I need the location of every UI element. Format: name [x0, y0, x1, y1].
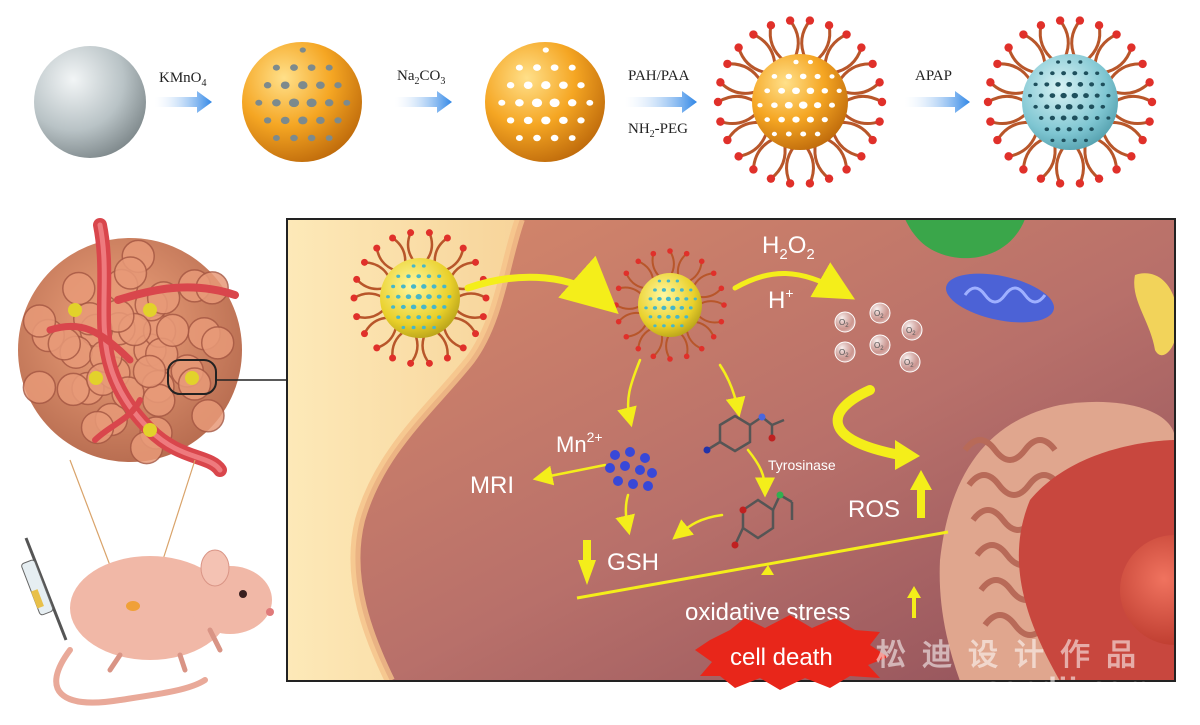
ros-up-arrow: [910, 470, 932, 518]
hollow-mno2-sphere: [242, 42, 362, 162]
label-mn2plus: Mn2+: [556, 429, 603, 457]
label-mri: MRI: [470, 472, 514, 499]
label-hplus: H+: [768, 285, 794, 314]
oxygen-label: O2: [906, 326, 916, 337]
synthesis-arrow-3: [625, 91, 697, 113]
label-cell-death: cell death: [730, 644, 833, 671]
reaction-arrows: [464, 255, 905, 540]
balance-fulcrum: [761, 565, 774, 575]
zoom-box: [167, 359, 217, 395]
synthesis-arrow-4: [905, 91, 970, 113]
watermark-chinese: 松迪设计作品: [876, 638, 1152, 673]
oxygen-label: O2: [839, 318, 849, 329]
nanoparticle-extracellular: [350, 229, 490, 367]
quinone-molecule: [731, 491, 794, 549]
mn-ions: [605, 447, 657, 491]
cell-death-burst: cell death: [695, 615, 888, 690]
nanoparticle-internalized: [613, 248, 727, 362]
reagent-kmno4: KMnO4: [159, 70, 207, 89]
reagent-apap: APAP: [915, 68, 952, 84]
label-tyrosinase: Tyrosinase: [768, 457, 836, 473]
balance-beam: [576, 530, 949, 600]
ros-arrowhead: [895, 440, 920, 470]
label-ros: ROS: [848, 496, 900, 523]
synthesis-arrow-1: [155, 91, 212, 113]
mouse-illustration: [53, 549, 274, 706]
reagent-pah-paa: PAH/PAA: [628, 68, 690, 84]
label-h2o2: H2O2: [762, 232, 815, 263]
lysosome-organelle: [1134, 273, 1175, 356]
drug-loaded-nanoparticle: [983, 16, 1157, 188]
oxygen-label: O2: [904, 358, 914, 369]
reagent-nh2-peg: NH2-PEG: [628, 121, 688, 140]
label-gsh: GSH: [607, 549, 659, 576]
synthesis-arrow-2: [395, 91, 452, 113]
mitochondrion-organelle: [946, 273, 1054, 323]
tumor-illustration: [18, 218, 287, 477]
synthesis-row: KMnO4 Na2CO3 PAH/PAA NH2-PEG APAP: [34, 16, 1157, 188]
label-oxidative-stress: oxidative stress: [685, 599, 850, 626]
peg-coated-sphere: [713, 16, 887, 188]
silica-template-sphere: [34, 46, 146, 158]
syringe-icon: [21, 537, 68, 641]
nucleus: [1120, 535, 1175, 645]
golgi-organelle: [905, 219, 1025, 259]
apap-molecule: [703, 413, 785, 454]
stress-up-arrow: [907, 586, 921, 618]
watermark-url: www.sondii.com: [903, 673, 1152, 701]
oxygen-label: O2: [874, 309, 884, 320]
reagent-na2co3: Na2CO3: [397, 68, 445, 87]
oxygen-label: O2: [874, 341, 884, 352]
oxygen-label: O2: [839, 348, 849, 359]
gsh-down-arrow: [578, 560, 596, 585]
etched-mno2-sphere: [485, 42, 605, 162]
